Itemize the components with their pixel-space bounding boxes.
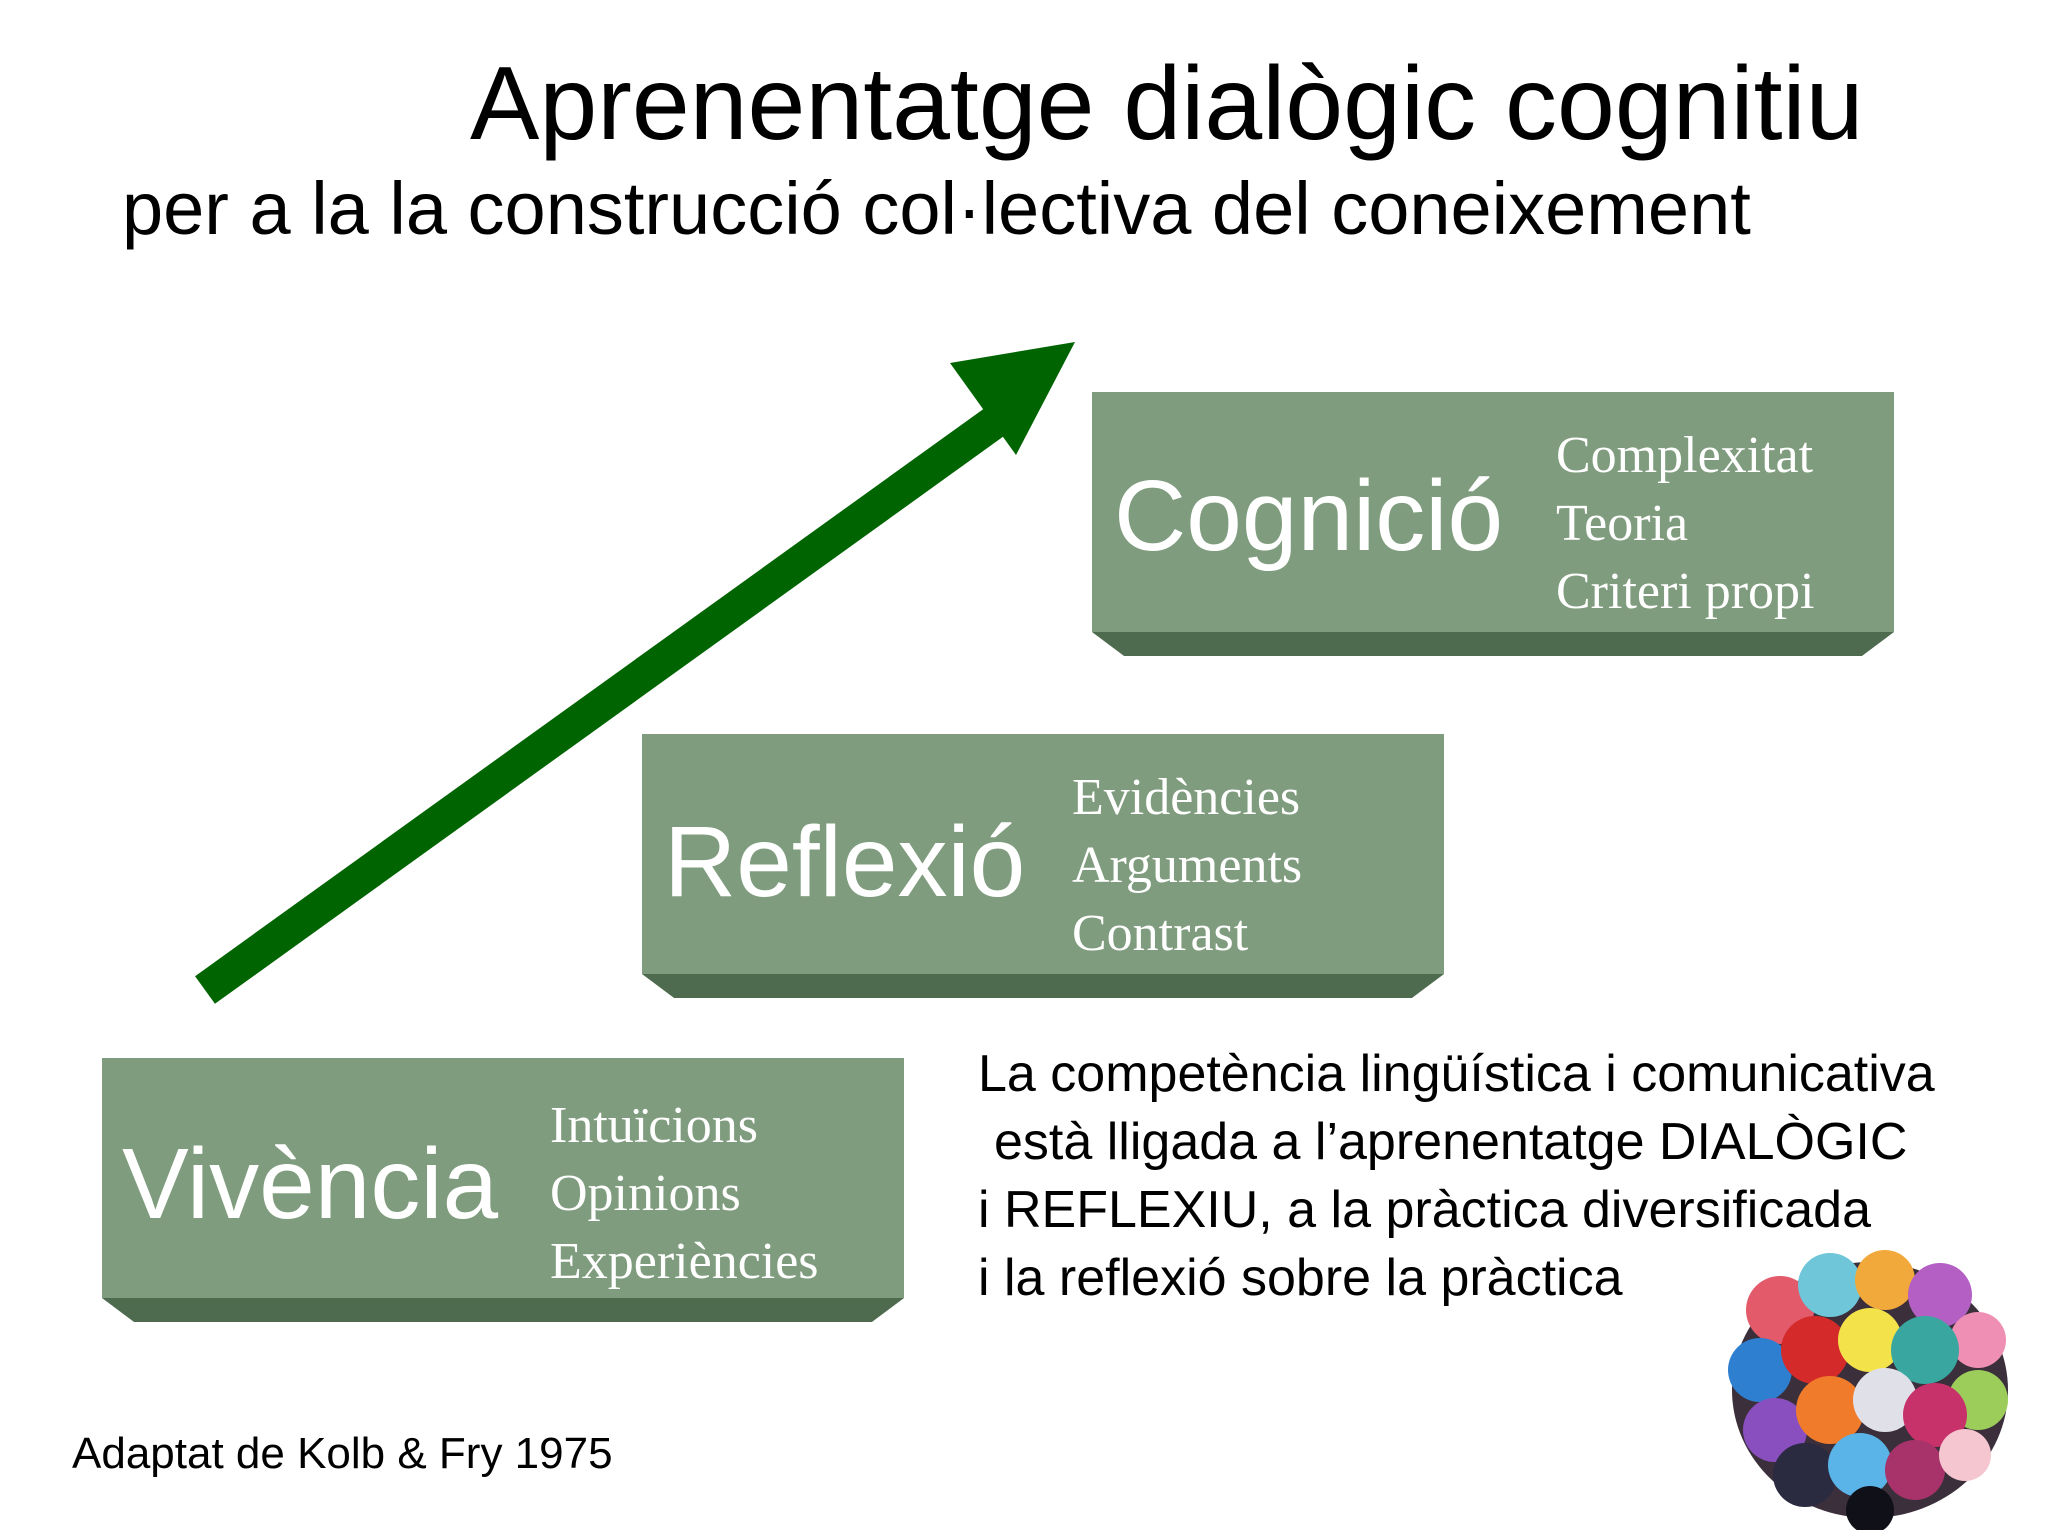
- block-items: Intuïcions Opinions Experiències: [550, 1092, 819, 1296]
- source-credit: Adaptat de Kolb & Fry 1975: [72, 1429, 613, 1478]
- block-item: Teoria: [1556, 495, 1689, 552]
- block-item: Intuïcions: [550, 1097, 758, 1154]
- block-vivencia: Vivència Intuïcions Opinions Experièncie…: [102, 1058, 904, 1322]
- block-item: Contrast: [1072, 905, 1249, 962]
- page-title: Aprenentatge dialògic cognitiu: [470, 46, 1864, 162]
- block-item: Criteri propi: [1556, 563, 1815, 620]
- block-item: Opinions: [550, 1165, 741, 1222]
- page-subtitle: per a la la construcció col·lectiva del …: [122, 167, 1751, 250]
- block-label: Vivència: [122, 1128, 499, 1240]
- block-label: Cognició: [1114, 460, 1504, 572]
- block-reflexio: Reflexió Evidències Arguments Contrast: [642, 734, 1444, 998]
- arrow-head: [950, 342, 1075, 455]
- wool-balls-icon: [1728, 1250, 2008, 1530]
- paragraph-line: està lligada a l’aprenentatge DIALÒGIC: [994, 1113, 1908, 1171]
- block-item: Evidències: [1072, 769, 1301, 826]
- block-label: Reflexió: [664, 806, 1026, 918]
- block-face: [1092, 392, 1894, 632]
- block-cognicio: Cognició Complexitat Teoria Criteri prop…: [1092, 392, 1894, 656]
- block-bevel: [642, 974, 1444, 998]
- block-face: [642, 734, 1444, 974]
- block-bevel: [102, 1298, 904, 1322]
- paragraph-line: i REFLEXIU, a la pràctica diversificada: [978, 1181, 1872, 1239]
- competence-paragraph: La competència lingüística i comunicativ…: [978, 1040, 1935, 1312]
- block-item: Complexitat: [1556, 427, 1814, 484]
- block-face: [102, 1058, 904, 1298]
- block-items: Complexitat Teoria Criteri propi: [1556, 422, 1815, 626]
- block-items: Evidències Arguments Contrast: [1072, 764, 1302, 968]
- block-item: Arguments: [1072, 837, 1303, 894]
- block-bevel: [1092, 632, 1894, 656]
- paragraph-line: La competència lingüística i comunicativ…: [978, 1045, 1935, 1103]
- block-item: Experiències: [550, 1233, 819, 1290]
- paragraph-line: i la reflexió sobre la pràctica: [978, 1249, 1623, 1307]
- arrow-shaft: [195, 404, 1010, 1004]
